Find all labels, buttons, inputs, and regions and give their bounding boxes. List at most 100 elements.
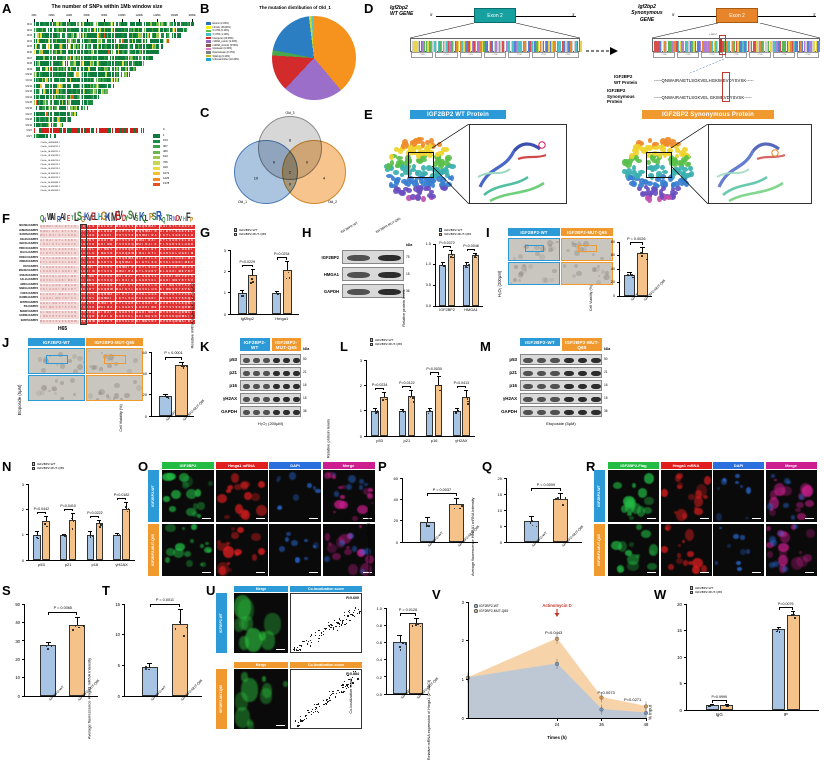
alignment-residue: D [169,297,172,300]
alignment-residue: L [46,261,48,264]
cell-object [77,364,84,371]
alignment-residue: I [55,234,57,237]
alignment-residue: K [110,274,113,278]
heatmap-cell [173,22,175,27]
heatmap-cell [100,22,103,27]
scatter-point [311,714,313,716]
heatmap-cell [37,27,39,32]
alignment-residue: K [160,288,162,291]
alignment-residue: I [142,243,143,246]
heatmap-row [34,89,109,94]
alignment-residue: A [184,315,187,318]
protein-band [536,358,547,363]
alignment-residue: A [151,225,154,228]
protein-band [242,384,250,389]
heatmap-cell [52,50,55,55]
protein-band [262,384,270,389]
heatmap-cell [91,100,93,105]
x-tick-label: 0Mb [31,14,37,17]
heatmap-cell [86,55,89,60]
heatmap-cell [119,38,121,44]
heatmap-cell [96,44,98,49]
y-tick [21,622,24,623]
alignment-residue: E [154,306,157,309]
heatmap-cell [123,38,126,44]
y-tick-label: 20 [142,392,147,398]
heatmap-cell [91,50,93,55]
heatmap-cell [46,72,48,77]
y-axis-label: % Input [647,705,653,720]
cell-signal [279,546,285,553]
heatmap-cell [44,61,47,66]
alignment-residue: S [64,238,67,242]
heatmap-cell [41,55,44,60]
alignment-residue: K [49,297,52,300]
protein-atom [400,143,407,149]
scatter-point [339,623,341,625]
scatter-point [346,685,348,688]
alignment-residue: V [49,315,52,318]
heatmap-cell [89,78,92,83]
heatmap-cell [38,61,41,66]
cell-signal [777,543,789,552]
data-point [117,534,119,537]
x-tick-label: 20Mb [48,14,55,17]
alignment-residue: E [154,243,157,246]
alignment-residue: E [172,252,175,255]
heatmap-cell [78,72,81,77]
heatmap-cell [55,72,58,77]
data-point [402,642,404,644]
y-tick-label: 0.4 [376,657,382,663]
protein-band [550,397,560,402]
alignment-residue: L [139,301,141,305]
cell-object [72,369,79,373]
heatmap-cell [158,44,160,49]
heatmap-cell [140,22,143,27]
alignment-residue: I [139,319,140,323]
heatmap-cell [168,33,171,38]
alignment-residue: K [136,292,138,296]
alignment-residue: L [160,247,162,251]
heatmap-cell [154,44,157,49]
heatmap-cell [100,72,103,77]
heatmap-cell [125,50,127,55]
heatmap-cell [103,55,106,60]
gene-syn-exon: Exon 2 [716,8,758,23]
heatmap-cell [40,50,42,55]
heatmap-cell [51,50,53,55]
heatmap-cell [120,72,123,77]
alignment-residue: I [151,229,153,233]
alignment-residue: V [145,283,148,287]
alignment-residue: N [107,288,110,291]
scatter-point [343,686,345,689]
row-header: IGF2BP2-WT [216,593,227,653]
heatmap-cell [117,50,120,55]
heatmap-cell [52,55,55,60]
heatmap-cell [89,33,92,38]
heatmap-cell [170,22,172,27]
alignment-residue: Y [89,292,92,296]
heatmap-cell [34,66,36,72]
alignment-residue: L [122,301,124,305]
cell-signal [348,564,358,576]
cell-object [539,253,546,260]
heatmap-cell [96,66,98,72]
heatmap-cell [92,66,95,72]
scaffold-label: ChrUn_GL456212.1 [40,164,60,166]
alignment-residue: A [107,310,110,314]
alignment-residue: K [40,283,42,287]
p-value-label: P=0.0413 [453,380,470,385]
cell-object [598,275,601,278]
error-cap [70,512,75,514]
scatter-point [302,640,304,643]
y-tick-label: 0.5 [425,282,431,287]
alignment-residue: D [163,306,165,309]
alignment-residue: V [125,238,128,242]
heatmap-cell [54,72,56,77]
